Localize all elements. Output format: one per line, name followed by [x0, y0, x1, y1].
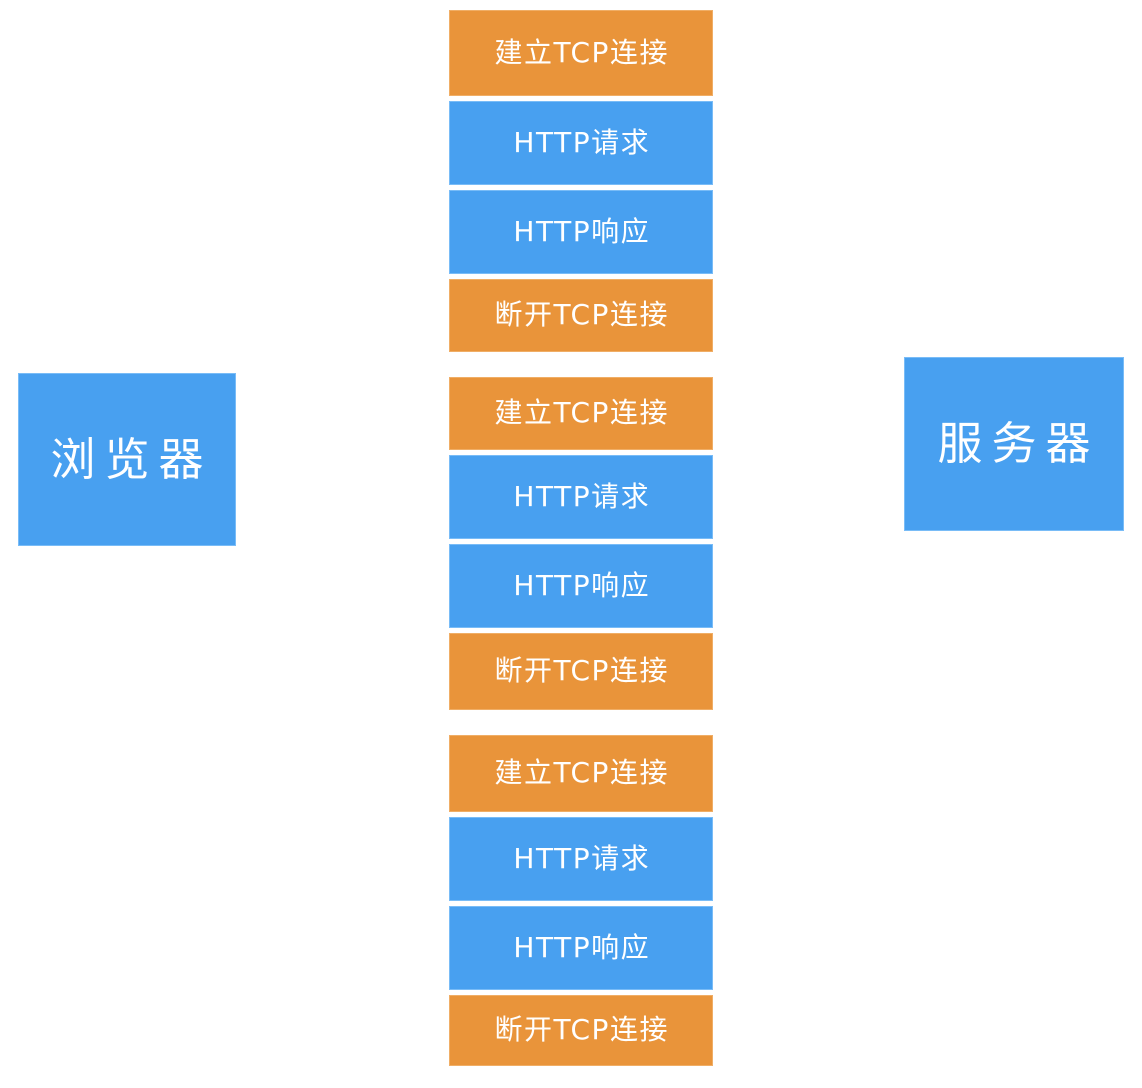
- step-close-tcp[interactable]: 断开TCP连接: [449, 995, 713, 1066]
- step-http-request[interactable]: HTTP请求: [449, 101, 713, 185]
- step-http-response[interactable]: HTTP响应: [449, 906, 713, 990]
- step-close-tcp[interactable]: 断开TCP连接: [449, 633, 713, 710]
- step-label: HTTP响应: [513, 930, 651, 964]
- endpoint-browser-label: 浏览器: [50, 432, 213, 486]
- step-label: 建立TCP连接: [494, 756, 669, 790]
- step-http-request[interactable]: HTTP请求: [449, 817, 713, 901]
- endpoint-server-label: 服务器: [937, 417, 1100, 471]
- endpoint-server[interactable]: 服务器: [904, 357, 1124, 531]
- step-label: 断开TCP连接: [494, 1013, 669, 1047]
- step-establish-tcp[interactable]: 建立TCP连接: [449, 377, 713, 450]
- step-label: HTTP请求: [513, 125, 651, 159]
- step-establish-tcp[interactable]: 建立TCP连接: [449, 10, 713, 96]
- step-establish-tcp[interactable]: 建立TCP连接: [449, 735, 713, 812]
- step-http-response[interactable]: HTTP响应: [449, 544, 713, 628]
- request-cycle-group-1: 建立TCP连接 HTTP请求 HTTP响应 断开TCP连接: [449, 10, 713, 352]
- step-http-request[interactable]: HTTP请求: [449, 455, 713, 539]
- step-label: HTTP响应: [513, 214, 651, 248]
- step-close-tcp[interactable]: 断开TCP连接: [449, 279, 713, 352]
- request-cycle-group-2: 建立TCP连接 HTTP请求 HTTP响应 断开TCP连接: [449, 377, 713, 710]
- step-label: 断开TCP连接: [494, 298, 669, 332]
- step-label: HTTP请求: [513, 479, 651, 513]
- step-label: 建立TCP连接: [494, 35, 669, 69]
- step-label: 断开TCP连接: [494, 654, 669, 688]
- step-http-response[interactable]: HTTP响应: [449, 190, 713, 274]
- step-label: HTTP请求: [513, 841, 651, 875]
- endpoint-browser[interactable]: 浏览器: [18, 373, 236, 546]
- request-cycle-group-3: 建立TCP连接 HTTP请求 HTTP响应 断开TCP连接: [449, 735, 713, 1066]
- step-label: HTTP响应: [513, 568, 651, 602]
- step-label: 建立TCP连接: [494, 396, 669, 430]
